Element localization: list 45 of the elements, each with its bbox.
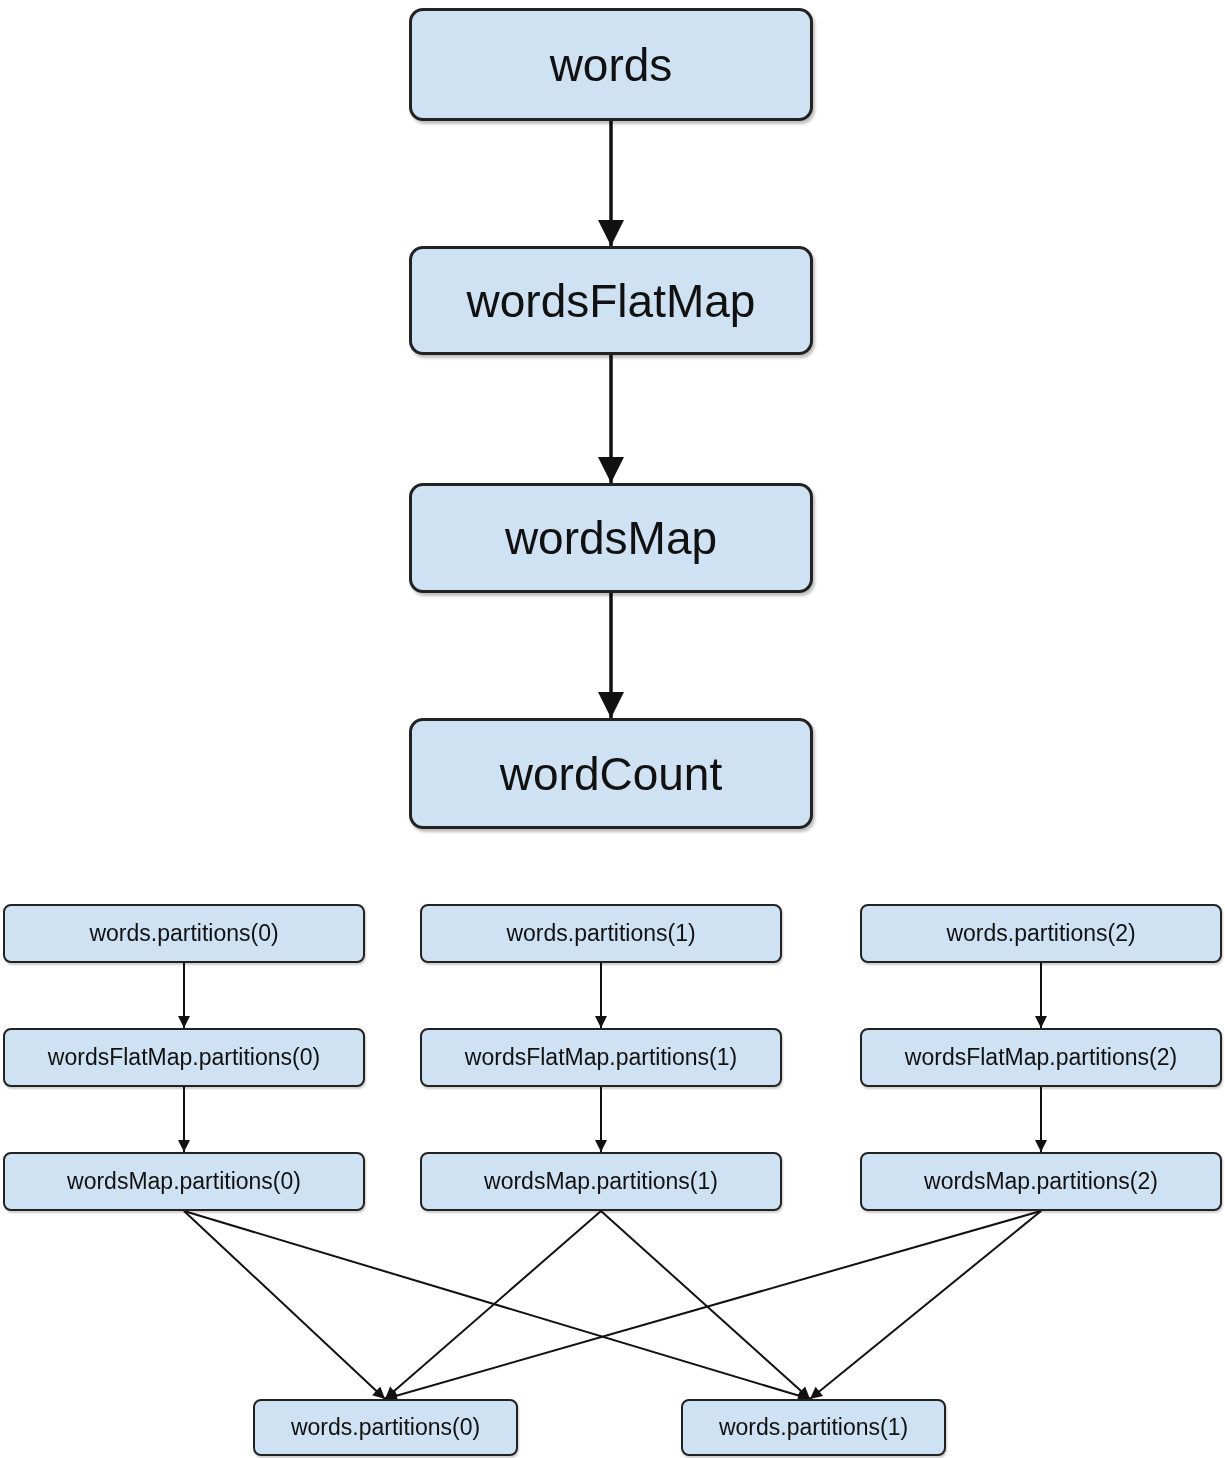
box-label: words xyxy=(549,37,673,92)
arrow xyxy=(183,1210,386,1400)
process-box xyxy=(3,1152,365,1211)
process-box xyxy=(860,1028,1222,1087)
arrow xyxy=(595,1086,607,1153)
arrow xyxy=(595,962,607,1029)
process-box xyxy=(409,718,813,829)
process-box xyxy=(420,1152,782,1211)
process-box xyxy=(3,904,365,963)
box-label: words.partitions(0) xyxy=(290,1414,481,1441)
process-box xyxy=(420,1028,782,1087)
process-box xyxy=(860,904,1222,963)
process-box xyxy=(420,904,782,963)
box-label: wordsMap.partitions(1) xyxy=(484,1168,718,1195)
box-label: wordsFlatMap.partitions(2) xyxy=(904,1044,1178,1071)
arrow xyxy=(1035,1086,1047,1153)
process-box xyxy=(860,1152,1222,1211)
arrow xyxy=(178,1086,190,1153)
arrow xyxy=(598,121,624,246)
arrow xyxy=(598,593,624,718)
box-label: wordsFlatMap.partitions(1) xyxy=(464,1044,738,1071)
box-label: wordsMap.partitions(2) xyxy=(924,1168,1158,1195)
process-box xyxy=(409,246,813,355)
process-box xyxy=(3,1028,365,1087)
box-label: wordsMap xyxy=(504,511,718,565)
box-label: words.partitions(1) xyxy=(718,1414,909,1441)
process-box xyxy=(409,8,813,121)
box-label: wordsFlatMap.partitions(0) xyxy=(47,1044,321,1071)
arrow xyxy=(809,1210,1042,1400)
process-box xyxy=(409,483,813,593)
process-box xyxy=(253,1399,518,1456)
arrow xyxy=(598,355,624,483)
box-label: words.partitions(1) xyxy=(506,920,696,947)
arrow xyxy=(600,1210,811,1400)
arrow xyxy=(384,1210,602,1400)
arrow xyxy=(178,962,190,1029)
box-label: wordsFlatMap xyxy=(466,273,756,328)
box-label: words.partitions(0) xyxy=(89,920,279,947)
box-label: wordsMap.partitions(0) xyxy=(67,1168,301,1195)
box-label: wordCount xyxy=(499,746,723,801)
box-label: words.partitions(2) xyxy=(946,920,1136,947)
arrow xyxy=(384,1210,1042,1402)
arrow xyxy=(1035,962,1047,1029)
process-box xyxy=(681,1399,946,1456)
arrow xyxy=(183,1210,811,1402)
